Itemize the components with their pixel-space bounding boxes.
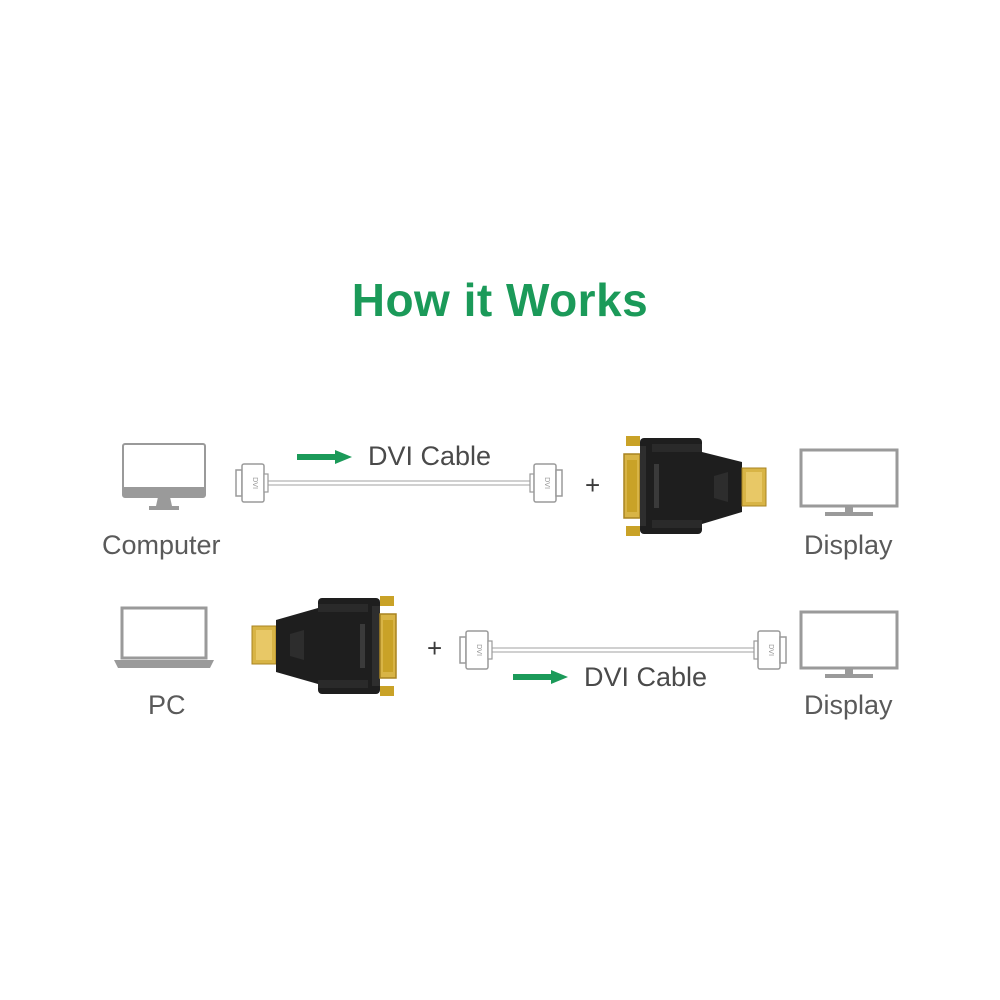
dvi-cable: DVI DVI — [235, 463, 563, 503]
pc-label: PC — [148, 690, 186, 720]
dvi-cable-label: DVI Cable — [584, 662, 708, 692]
dvi-to-hdmi-adapter — [623, 436, 767, 536]
page-title: How it Works — [351, 274, 649, 326]
plus-sign: + — [427, 633, 443, 663]
laptop-icon — [114, 606, 214, 668]
display-label: Display — [804, 530, 893, 560]
computer-label: Computer — [102, 530, 221, 560]
arrow-right-icon — [513, 670, 568, 684]
svg-text:DVI: DVI — [543, 477, 551, 489]
arrow-right-icon — [297, 450, 352, 464]
hdmi-to-dvi-adapter — [251, 596, 397, 696]
dvi-cable: DVI DVI — [459, 630, 787, 670]
svg-text:DVI: DVI — [251, 477, 259, 489]
desktop-monitor-icon — [122, 443, 206, 510]
plus-sign: + — [585, 470, 601, 500]
display-monitor-icon — [799, 448, 899, 516]
svg-text:DVI: DVI — [767, 644, 775, 656]
dvi-cable-label: DVI Cable — [368, 441, 492, 471]
display-label: Display — [804, 690, 893, 720]
svg-text:DVI: DVI — [475, 644, 483, 656]
display-monitor-icon — [799, 610, 899, 678]
